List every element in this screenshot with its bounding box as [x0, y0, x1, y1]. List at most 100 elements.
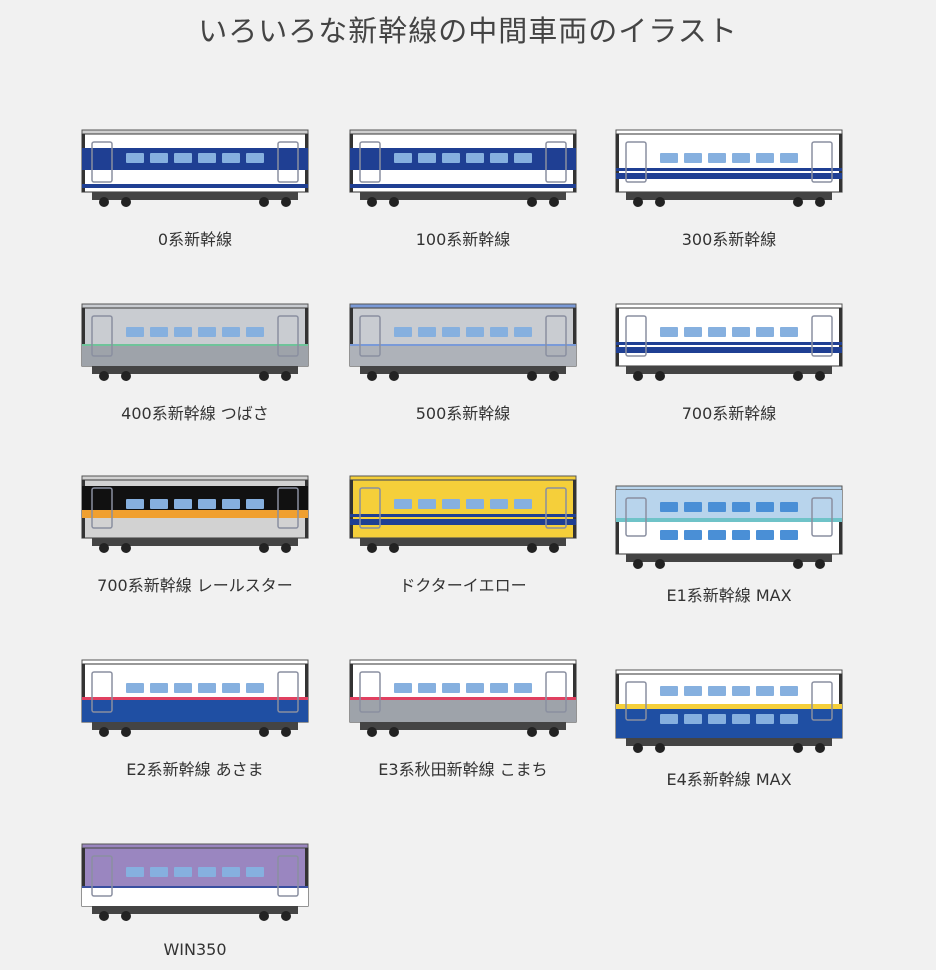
wheel — [389, 197, 399, 207]
car-window — [442, 153, 460, 163]
car-window — [222, 153, 240, 163]
train-card: 300系新幹線 — [594, 126, 864, 250]
car-window — [708, 153, 726, 163]
car-body — [349, 479, 577, 539]
car-underframe — [92, 722, 298, 730]
train-label: 300系新幹線 — [681, 230, 777, 249]
car-door — [545, 315, 567, 357]
wheel — [549, 543, 559, 553]
car-window — [418, 683, 436, 693]
car-window — [150, 683, 168, 693]
car-door — [625, 141, 647, 183]
car-window — [126, 153, 144, 163]
page-title: いろいろな新幹線の中間車両のイラスト — [198, 14, 738, 48]
car-door — [625, 681, 647, 721]
car-door — [91, 855, 113, 897]
car-window — [394, 153, 412, 163]
car-window — [490, 327, 508, 337]
wheel — [281, 727, 291, 737]
car-window — [780, 714, 798, 724]
train-illustration — [81, 659, 309, 737]
wheel — [259, 543, 269, 553]
wheel — [549, 197, 559, 207]
car-stripe — [350, 344, 576, 346]
car-window — [732, 153, 750, 163]
car-band — [82, 148, 308, 170]
car-end-left — [82, 848, 85, 906]
car-door — [91, 671, 113, 713]
car-window — [708, 327, 726, 337]
car-window — [394, 327, 412, 337]
car-window — [174, 867, 192, 877]
train-card: E4系新幹線 MAX — [594, 666, 864, 790]
car-band — [616, 173, 842, 179]
car-window — [150, 153, 168, 163]
train-illustration — [81, 303, 309, 381]
car-window — [756, 530, 774, 540]
wheel — [633, 371, 643, 381]
car-end-right — [305, 848, 308, 906]
car-window — [418, 499, 436, 509]
car-window — [174, 499, 192, 509]
car-stripe — [82, 344, 308, 346]
train-label: 500系新幹線 — [415, 404, 511, 423]
car-lower — [82, 700, 308, 722]
train-card: 0系新幹線 — [60, 126, 330, 250]
car-stripe — [82, 886, 308, 888]
car-end-right — [573, 664, 576, 722]
wheel — [549, 371, 559, 381]
wheel — [793, 559, 803, 569]
car-band — [616, 490, 842, 518]
car-door — [359, 141, 381, 183]
wheel — [527, 371, 537, 381]
car-window — [466, 683, 484, 693]
car-window — [732, 530, 750, 540]
car-door — [91, 487, 113, 529]
train-label: E4系新幹線 MAX — [666, 770, 792, 789]
car-stripe — [350, 184, 576, 188]
car-window — [174, 683, 192, 693]
train-card: ドクターイエロー — [328, 472, 598, 596]
car-window — [780, 686, 798, 696]
car-door — [359, 487, 381, 529]
wheel — [549, 727, 559, 737]
car-window — [442, 327, 460, 337]
train-illustration — [81, 475, 309, 553]
car-door — [545, 141, 567, 183]
car-end-left — [616, 308, 619, 366]
wheel — [99, 727, 109, 737]
train-illustration — [81, 129, 309, 207]
car-window — [198, 327, 216, 337]
car-door — [811, 497, 833, 537]
car-door — [91, 315, 113, 357]
car-window — [198, 499, 216, 509]
car-band — [82, 486, 308, 510]
car-window — [126, 327, 144, 337]
car-door — [625, 497, 647, 537]
train-illustration — [615, 129, 843, 207]
car-end-left — [350, 480, 353, 538]
car-window — [150, 499, 168, 509]
car-end-left — [350, 308, 353, 366]
train-illustration — [615, 303, 843, 381]
train-card: E1系新幹線 MAX — [594, 482, 864, 606]
car-window — [780, 327, 798, 337]
car-window — [442, 683, 460, 693]
train-card: E3系秋田新幹線 こまち — [328, 656, 598, 780]
train-label: 0系新幹線 — [157, 230, 233, 249]
wheel — [655, 559, 665, 569]
wheel — [793, 197, 803, 207]
train-label: E3系秋田新幹線 こまち — [378, 760, 548, 779]
car-door — [277, 141, 299, 183]
car-window — [150, 327, 168, 337]
car-window — [514, 683, 532, 693]
car-window — [780, 530, 798, 540]
wheel — [259, 197, 269, 207]
wheel — [527, 197, 537, 207]
car-door — [545, 671, 567, 713]
car-door — [811, 681, 833, 721]
car-window — [660, 327, 678, 337]
wheel — [367, 727, 377, 737]
wheel — [815, 197, 825, 207]
